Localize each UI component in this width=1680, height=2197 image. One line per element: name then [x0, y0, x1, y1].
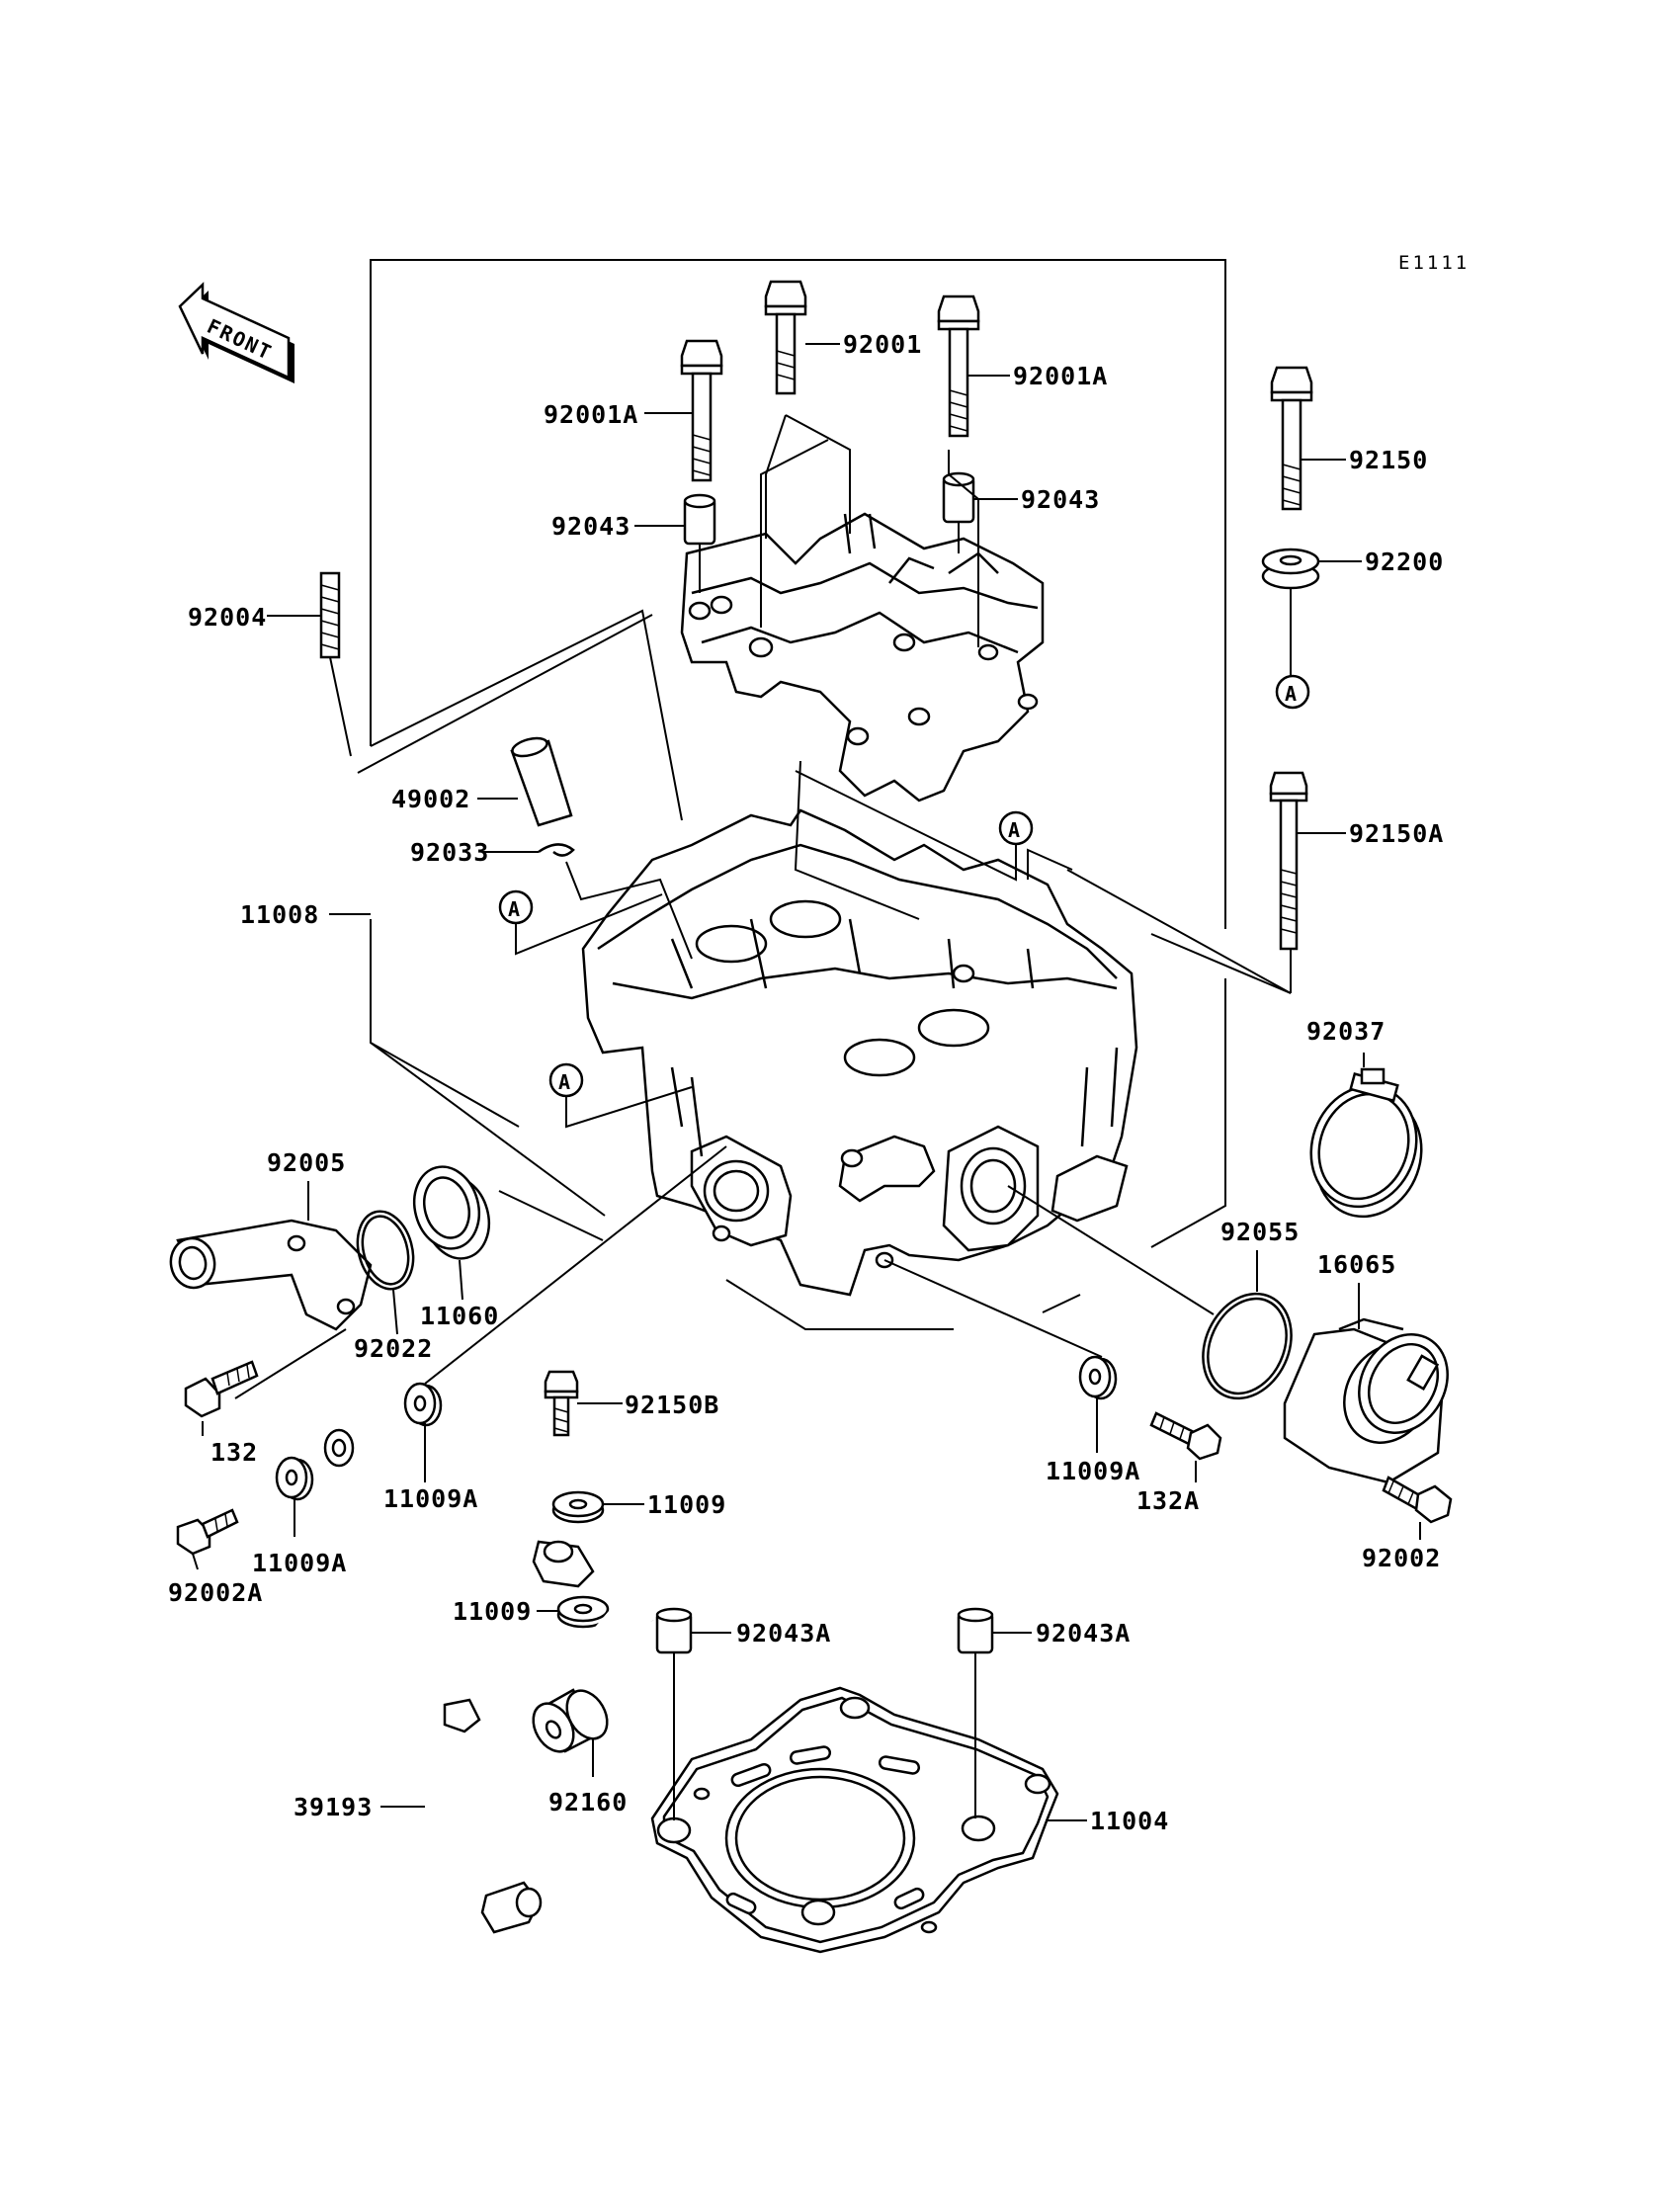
- bolt-92002A: [176, 1508, 239, 1556]
- label-11004: 11004: [1090, 1807, 1169, 1835]
- dowel-92043-right: [942, 471, 975, 524]
- label-16065: 16065: [1317, 1250, 1396, 1279]
- o-ring-92022: [356, 1210, 415, 1291]
- seal-11060: [412, 1165, 491, 1260]
- label-132A: 132A: [1136, 1486, 1200, 1515]
- diagram-code: E1111: [1398, 252, 1470, 274]
- bolt-92002: [1382, 1476, 1453, 1524]
- stud-92004: [319, 571, 341, 659]
- clip-92033: [538, 843, 575, 857]
- washer-11009-lower: [556, 1595, 610, 1629]
- label-92001A-right: 92001A: [1013, 362, 1108, 390]
- label-11009A-right: 11009A: [1046, 1457, 1140, 1485]
- label-11009A-left: 11009A: [252, 1549, 347, 1577]
- camshaft-holder: [680, 512, 1045, 803]
- label-92043A-left: 92043A: [736, 1619, 831, 1648]
- label-92043-left: 92043: [551, 512, 630, 541]
- bolt-92001-center: [764, 280, 807, 395]
- washer-11009A-center: [403, 1382, 443, 1427]
- label-49002: 49002: [391, 785, 470, 813]
- label-11009A-center: 11009A: [383, 1484, 478, 1513]
- label-92150: 92150: [1349, 446, 1428, 474]
- label-92002A: 92002A: [168, 1578, 263, 1607]
- marker-a-left: A: [498, 889, 534, 925]
- svg-text:A: A: [1008, 818, 1021, 842]
- label-11008: 11008: [240, 900, 319, 929]
- clamp-92037: [1309, 1067, 1423, 1219]
- bolt-92001A-right: [937, 295, 980, 438]
- label-92001A-left: 92001A: [544, 400, 638, 429]
- label-92005: 92005: [267, 1148, 346, 1177]
- washer-92200: [1261, 548, 1320, 590]
- label-39193: 39193: [294, 1793, 373, 1821]
- rubber-92160: [532, 1688, 609, 1753]
- front-direction-arrow: FRONT: [178, 282, 294, 383]
- label-11009-upper: 11009: [647, 1490, 726, 1519]
- bolt-92150: [1270, 366, 1313, 511]
- guide-49002: [510, 736, 573, 827]
- label-92043A-right: 92043A: [1036, 1619, 1131, 1648]
- label-92004: 92004: [188, 603, 267, 632]
- svg-text:A: A: [558, 1070, 571, 1094]
- label-11060: 11060: [420, 1302, 499, 1330]
- bolt-92150B: [544, 1370, 579, 1437]
- oil-pipe-39193: [323, 1428, 655, 1934]
- svg-text:A: A: [1285, 682, 1298, 706]
- label-92043-right: 92043: [1021, 485, 1100, 514]
- washer-11009A-left: [275, 1456, 314, 1501]
- water-pipe-92005: [169, 1219, 373, 1331]
- part-number-labels: 92001 92001A 92001A 92043 92043 92004 92…: [168, 330, 1444, 1835]
- label-92150B: 92150B: [625, 1391, 719, 1419]
- label-11009-lower: 11009: [453, 1597, 532, 1626]
- cylinder-head: [581, 808, 1138, 1297]
- bolt-132: [184, 1360, 259, 1418]
- washer-11009-upper: [551, 1490, 605, 1524]
- leader-lines: [192, 343, 1421, 1821]
- head-gasket-11004: [650, 1686, 1059, 1954]
- bolt-92001A-left: [680, 339, 723, 482]
- svg-text:A: A: [508, 897, 521, 921]
- bolt-132A: [1149, 1411, 1222, 1461]
- dowel-92043-left: [683, 493, 716, 546]
- dowel-92043A-left: [655, 1607, 693, 1654]
- label-132: 132: [210, 1438, 258, 1467]
- assembly-bracket-lines: [357, 259, 1226, 1330]
- label-92160: 92160: [548, 1788, 628, 1817]
- label-92037: 92037: [1306, 1017, 1386, 1046]
- washer-11009A-right: [1078, 1355, 1118, 1400]
- label-92200: 92200: [1365, 548, 1444, 576]
- marker-a-lower-left: A: [548, 1062, 584, 1098]
- label-92001: 92001: [843, 330, 922, 359]
- label-92002: 92002: [1362, 1544, 1441, 1572]
- dowel-92043A-right: [957, 1607, 994, 1654]
- label-92033: 92033: [410, 838, 489, 867]
- carburetor-holder-16065: [1283, 1317, 1449, 1484]
- marker-a-right-bolt: A: [1275, 674, 1310, 710]
- label-92055: 92055: [1220, 1218, 1300, 1246]
- label-92022: 92022: [354, 1334, 433, 1363]
- bolt-92150A: [1269, 771, 1308, 951]
- o-ring-92055: [1202, 1292, 1293, 1400]
- marker-a-upper-right: A: [998, 810, 1034, 846]
- label-92150A: 92150A: [1349, 819, 1444, 848]
